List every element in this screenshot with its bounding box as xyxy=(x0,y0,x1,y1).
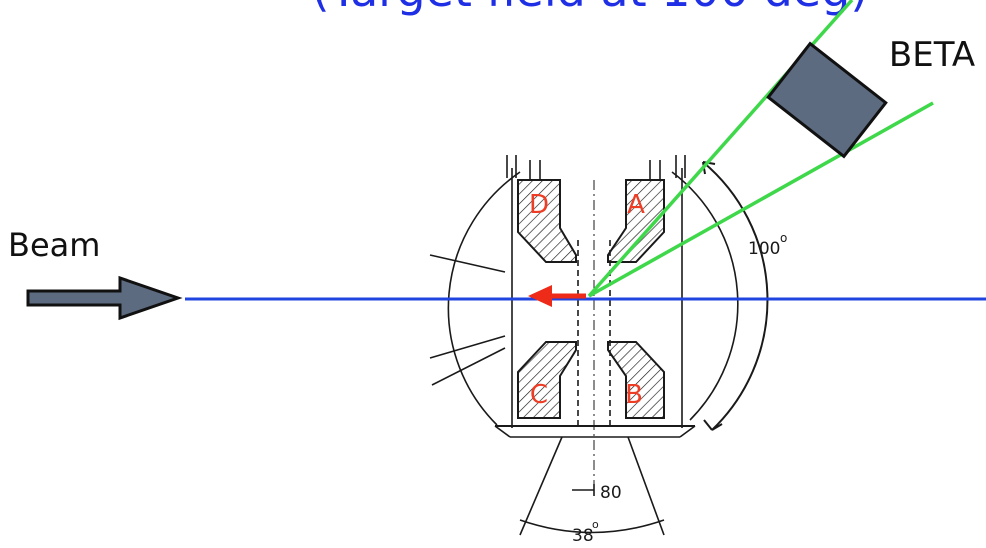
beam-label: Beam xyxy=(8,226,100,264)
coil-label-d: D xyxy=(529,190,549,220)
target-field-arrow xyxy=(528,285,586,307)
beta-detector xyxy=(766,41,888,159)
coil-a xyxy=(607,179,665,263)
coil-b xyxy=(607,341,665,419)
diagram-title: (Target field at 100 deg) xyxy=(312,0,869,17)
angle-label-38: 38 xyxy=(572,526,594,546)
coils xyxy=(517,179,665,419)
coil-label-c: C xyxy=(530,380,548,410)
coil-c xyxy=(517,341,577,419)
angle-label-100: 100 xyxy=(748,239,780,259)
outer-circle-left-arc xyxy=(447,171,521,426)
beam-arrow xyxy=(26,275,183,321)
angle-label-100-degree: o xyxy=(780,231,787,245)
magnet-drawing xyxy=(400,155,769,536)
dimension-label-80: 80 xyxy=(600,483,622,503)
coil-label-a: A xyxy=(627,190,645,220)
coil-label-b: B xyxy=(625,380,643,410)
outer-circle-right-arc xyxy=(671,171,739,421)
coil-d xyxy=(517,179,577,263)
detector-label: BETA xyxy=(889,35,975,75)
angle-label-38-degree: o xyxy=(592,518,599,531)
angle-arc-100 xyxy=(702,161,769,431)
